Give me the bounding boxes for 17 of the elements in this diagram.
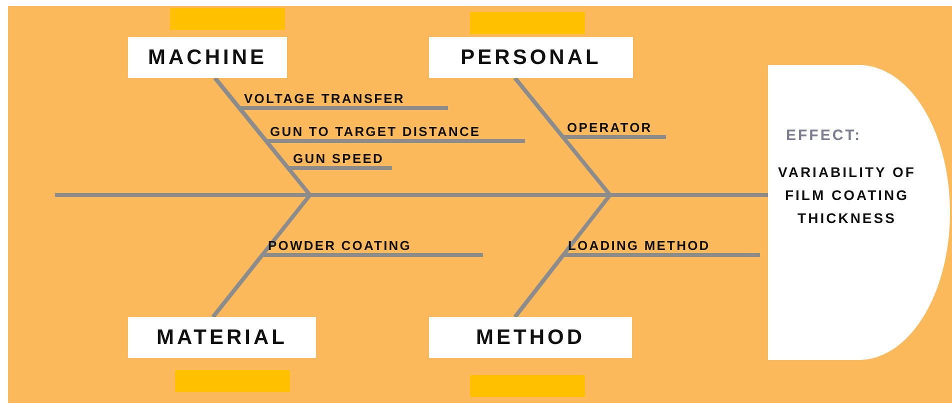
cause-line [213, 76, 394, 170]
cause-text: POWDER COATING [266, 233, 483, 255]
cause-line [513, 76, 668, 139]
cause-text: GUN SPEED [291, 146, 392, 168]
effect-heading: EFFECT: [786, 127, 862, 144]
category-box: PERSONAL [429, 37, 633, 78]
cause-text: LOADING METHOD [566, 233, 760, 255]
cause-line [211, 253, 485, 318]
category-box: MATERIAL [128, 317, 316, 358]
category-box: METHOD [429, 317, 632, 358]
effect-text: VARIABILITY OF FILM COATING THICKNESS [777, 163, 917, 228]
cause-text: VOLTAGE TRANSFER [242, 86, 448, 108]
effect-head [768, 65, 950, 360]
cause-text: GUN TO TARGET DISTANCE [268, 119, 525, 141]
cause-line [513, 253, 762, 318]
category-box: MACHINE [128, 37, 287, 78]
cause-text: OPERATOR [565, 115, 666, 137]
